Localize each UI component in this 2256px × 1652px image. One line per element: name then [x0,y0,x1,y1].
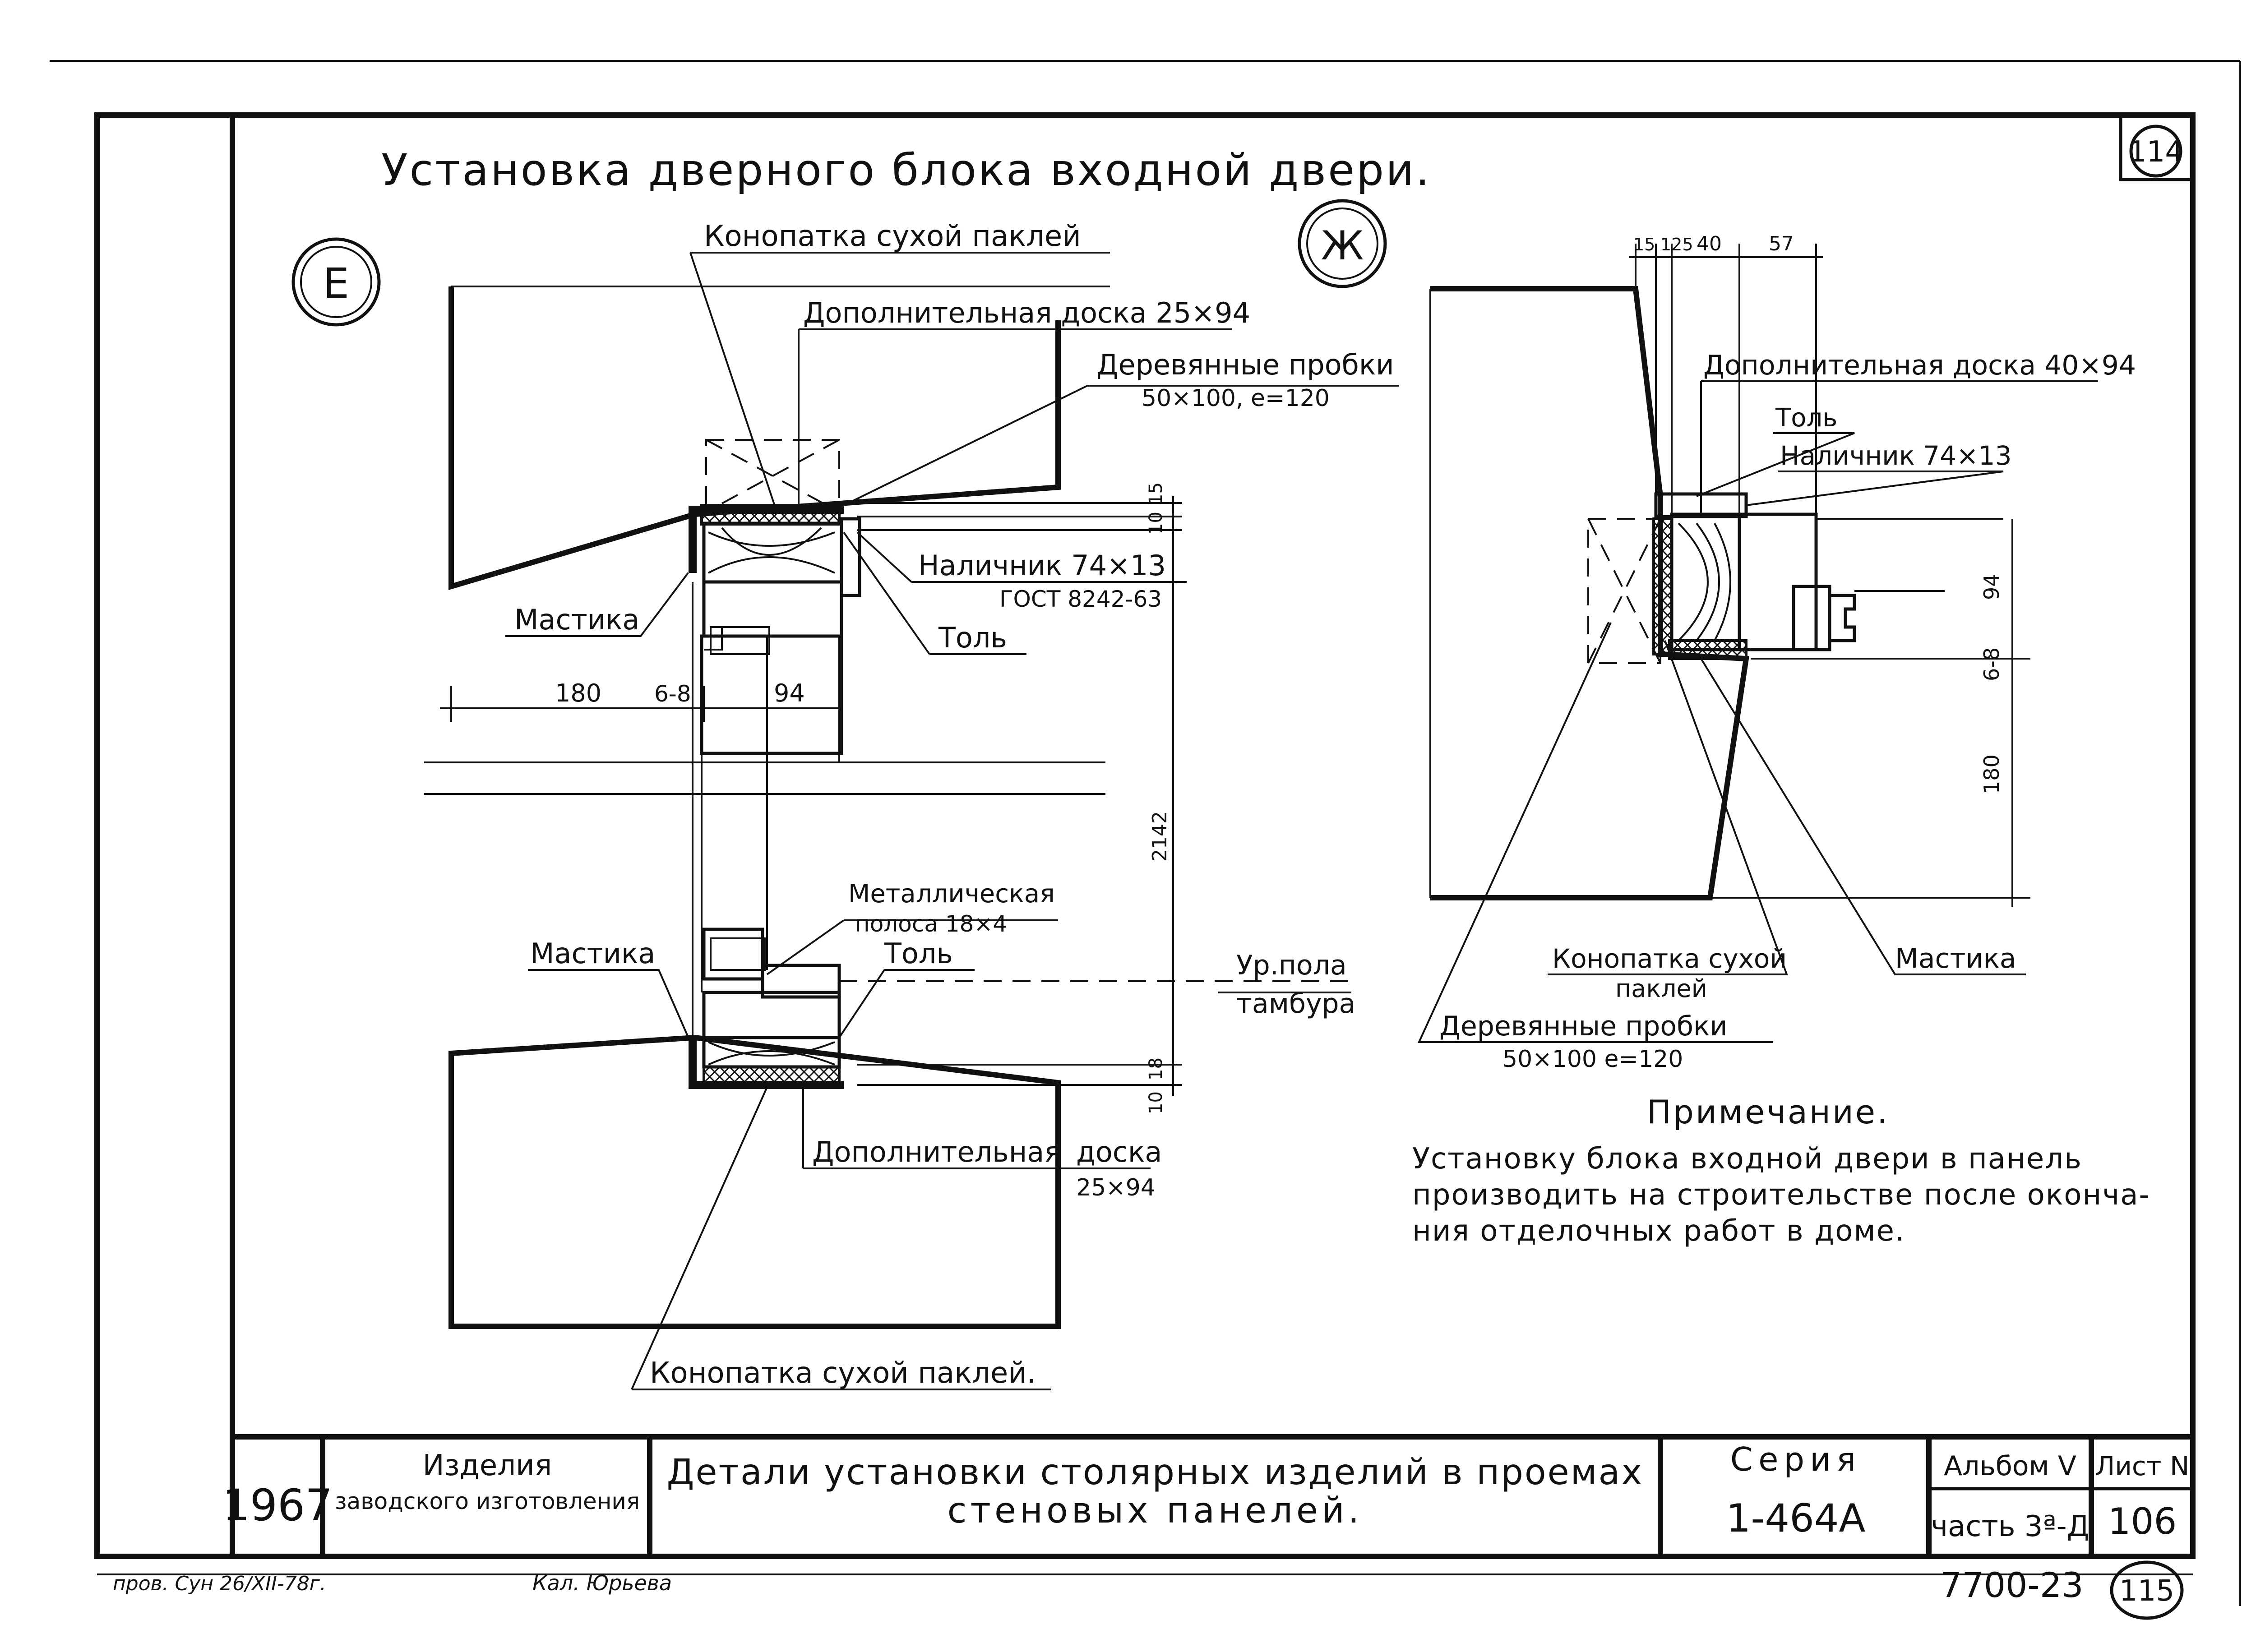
zh-label-konopatka-line1: Конопатка сухой [1552,943,1787,974]
label-nalichnik-line1: Наличник 74×13 [918,549,1166,582]
zh-frame [1670,512,1741,651]
zh-label-dop-doska: Дополнительная доска 40×94 [1703,350,2136,381]
dim-94: 94 [774,679,805,707]
upper-wall-panel [448,286,1061,591]
zh-dim-15: 15 [1633,235,1655,254]
sheet-title: Установка дверного блока входной двери. [381,145,1431,195]
svg-text:Ж: Ж [1321,222,1364,269]
tb-album-label: Альбом V [1944,1450,2076,1482]
dim-6-8: 6-8 [654,681,691,707]
page-number-bottom: 115 [2110,1560,2184,1620]
label-tol-bottom: Толь [884,937,953,970]
label-dop-doska-top: Дополнительная доска 25×94 [803,296,1250,329]
note-line3: ния отделочных работ в доме. [1412,1214,1905,1248]
zh-label-probki-line2: 50×100 е=120 [1502,1046,1683,1073]
label-nalichnik-line2: ГОСТ 8242-63 [999,586,1162,612]
sheet-frame [50,60,2241,1606]
zh-dim-94: 94 [1979,573,2004,600]
zh-dim-57: 57 [1769,232,1794,255]
section-e-marker: Е [291,237,381,327]
top-nalichnik [840,517,861,597]
tb-series-label: Серия [1730,1440,1861,1478]
zh-dim-180: 180 [1979,754,2004,794]
label-metal-line2: полоса 18×4 [855,911,1007,937]
section-zh: Ж 15 125 40 57 94 [1298,199,2136,1073]
label-konopatka-top: Конопатка сухой паклей [704,220,1081,253]
svg-text:115: 115 [2119,1574,2174,1608]
dim-10-top: 10 [1146,512,1166,535]
title-block: 1967 Изделия заводского изготовления Дет… [222,1434,2193,1556]
tb-year: 1967 [222,1480,333,1531]
label-probki-line2: 50×100, е=120 [1142,385,1330,412]
label-dop-doska-bottom-line1: Дополнительная [812,1135,1061,1168]
label-tol-top: Толь [938,621,1007,654]
zh-dim-125: 125 [1660,235,1693,254]
signature-middle: Кал. Юрьева [532,1571,672,1595]
zh-dim-6-8: 6-8 [1979,647,2004,681]
zh-label-probki-line1: Деревянные пробки [1439,1011,1727,1042]
note-line1: Установку блока входной двери в панель [1412,1142,2082,1176]
label-dop-doska-bottom-word: доска [1076,1135,1162,1168]
label-mastika-bottom: Мастика [530,937,655,970]
zh-dim-40: 40 [1697,232,1722,255]
zh-label-mastika: Мастика [1895,943,2016,974]
note-line2: производить на строительстве после оконч… [1412,1178,2150,1212]
svg-text:114: 114 [2128,135,2183,169]
dim-18: 18 [1146,1057,1166,1080]
tb-category-line1: Изделия [423,1449,552,1482]
tb-series-value: 1-464А [1726,1496,1866,1541]
zh-label-tol: Толь [1775,403,1837,433]
section-e: Е [291,220,1399,1390]
lower-wall-panel [448,1034,1061,1329]
tb-sheet-value: 106 [2108,1500,2177,1542]
tb-name-line1: Детали установки столярных изделий в про… [667,1452,1644,1493]
tb-part-label: часть 3ª-Д [1931,1510,2090,1543]
zh-label-nalichnik: Наличник 74×13 [1780,440,2011,471]
note-heading: Примечание. [1647,1093,1889,1131]
tb-sheet-label: Лист N [2095,1451,2190,1481]
svg-text:Е: Е [323,259,349,308]
dim-2142: 2142 [1148,811,1171,862]
dim-10-bottom: 10 [1146,1091,1166,1114]
label-floor-line1: Ур.пола [1236,950,1347,981]
dim-15-top: 15 [1146,482,1166,505]
signature-left: пров. Сун 26/XII-78г. [113,1572,326,1595]
label-dop-doska-bottom-line2: 25×94 [1076,1174,1156,1201]
section-zh-marker: Ж [1298,199,1387,288]
label-metal-line1: Металлическая [848,879,1055,909]
label-probki-line1: Деревянные пробки [1096,348,1394,381]
label-mastika-top: Мастика [514,603,639,636]
page-number-top: 114 [2119,115,2193,181]
label-konopatka-bottom: Конопатка сухой паклей. [650,1357,1036,1390]
tb-name-line2: стеновых панелей. [948,1490,1363,1531]
zh-label-konopatka-line2: паклей [1615,974,1707,1003]
label-floor-line2: тамбура [1236,988,1355,1020]
archive-code: 7700-23 [1940,1565,2084,1605]
note-block: Примечание. Установку блока входной двер… [1412,1093,2150,1248]
tb-category-line2: заводского изготовления [335,1488,640,1514]
zh-caulking [1652,517,1673,655]
dim-180: 180 [555,679,601,707]
